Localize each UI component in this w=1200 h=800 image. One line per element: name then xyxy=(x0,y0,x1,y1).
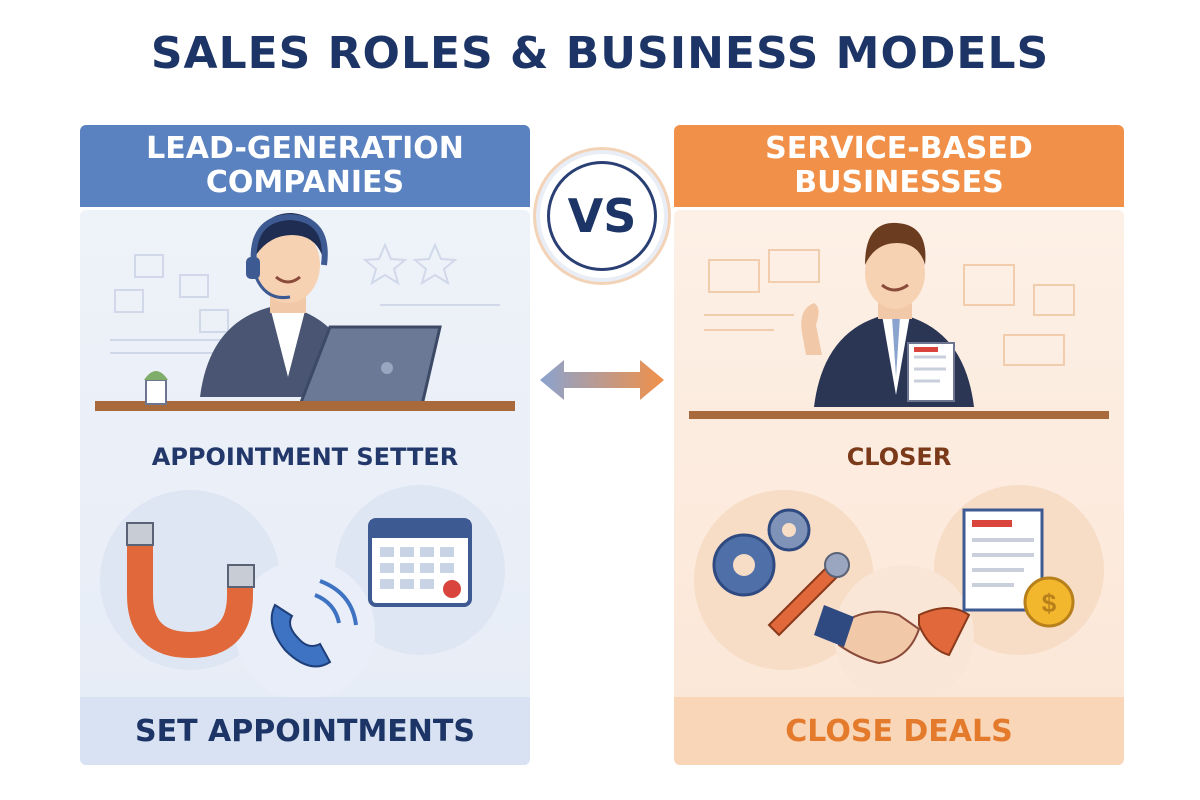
header-line-1: SERVICE-BASED xyxy=(765,131,1033,166)
page-title: SALES ROLES & BUSINESS MODELS xyxy=(150,28,1050,79)
right-footer: CLOSE DEALS xyxy=(674,697,1124,765)
header-line-2: COMPANIES xyxy=(205,165,405,200)
vs-badge: VS xyxy=(536,150,668,282)
header-line-2: BUSINESSES xyxy=(794,165,1004,200)
double-arrow-icon xyxy=(540,360,664,400)
lead-generation-panel: LEAD-GENERATION COMPANIES xyxy=(80,125,530,765)
role-label: CLOSER xyxy=(846,443,952,471)
svg-text:$: $ xyxy=(1042,588,1057,618)
left-icons xyxy=(100,485,505,700)
phone-icon xyxy=(270,579,358,668)
service-based-panel: SERVICE-BASED BUSINESSES xyxy=(674,125,1124,765)
role-label: APPOINTMENT SETTER xyxy=(151,443,459,471)
right-icons: $ xyxy=(694,485,1104,705)
appointment-setter-illustration xyxy=(95,213,515,411)
service-based-header: SERVICE-BASED BUSINESSES xyxy=(674,125,1124,207)
header-line-1: LEAD-GENERATION xyxy=(146,131,464,166)
left-footer: SET APPOINTMENTS xyxy=(80,697,530,765)
businessman-thumbs-up xyxy=(801,222,974,407)
gears-wrench-icon xyxy=(712,508,850,637)
document-coin-icon: $ xyxy=(962,508,1075,628)
lead-generation-header: LEAD-GENERATION COMPANIES xyxy=(80,125,530,207)
closer-illustration xyxy=(689,222,1109,419)
calendar-icon xyxy=(368,518,472,607)
magnet-icon xyxy=(126,522,255,659)
vs-label: VS xyxy=(547,161,657,271)
handshake-icon xyxy=(814,605,971,665)
